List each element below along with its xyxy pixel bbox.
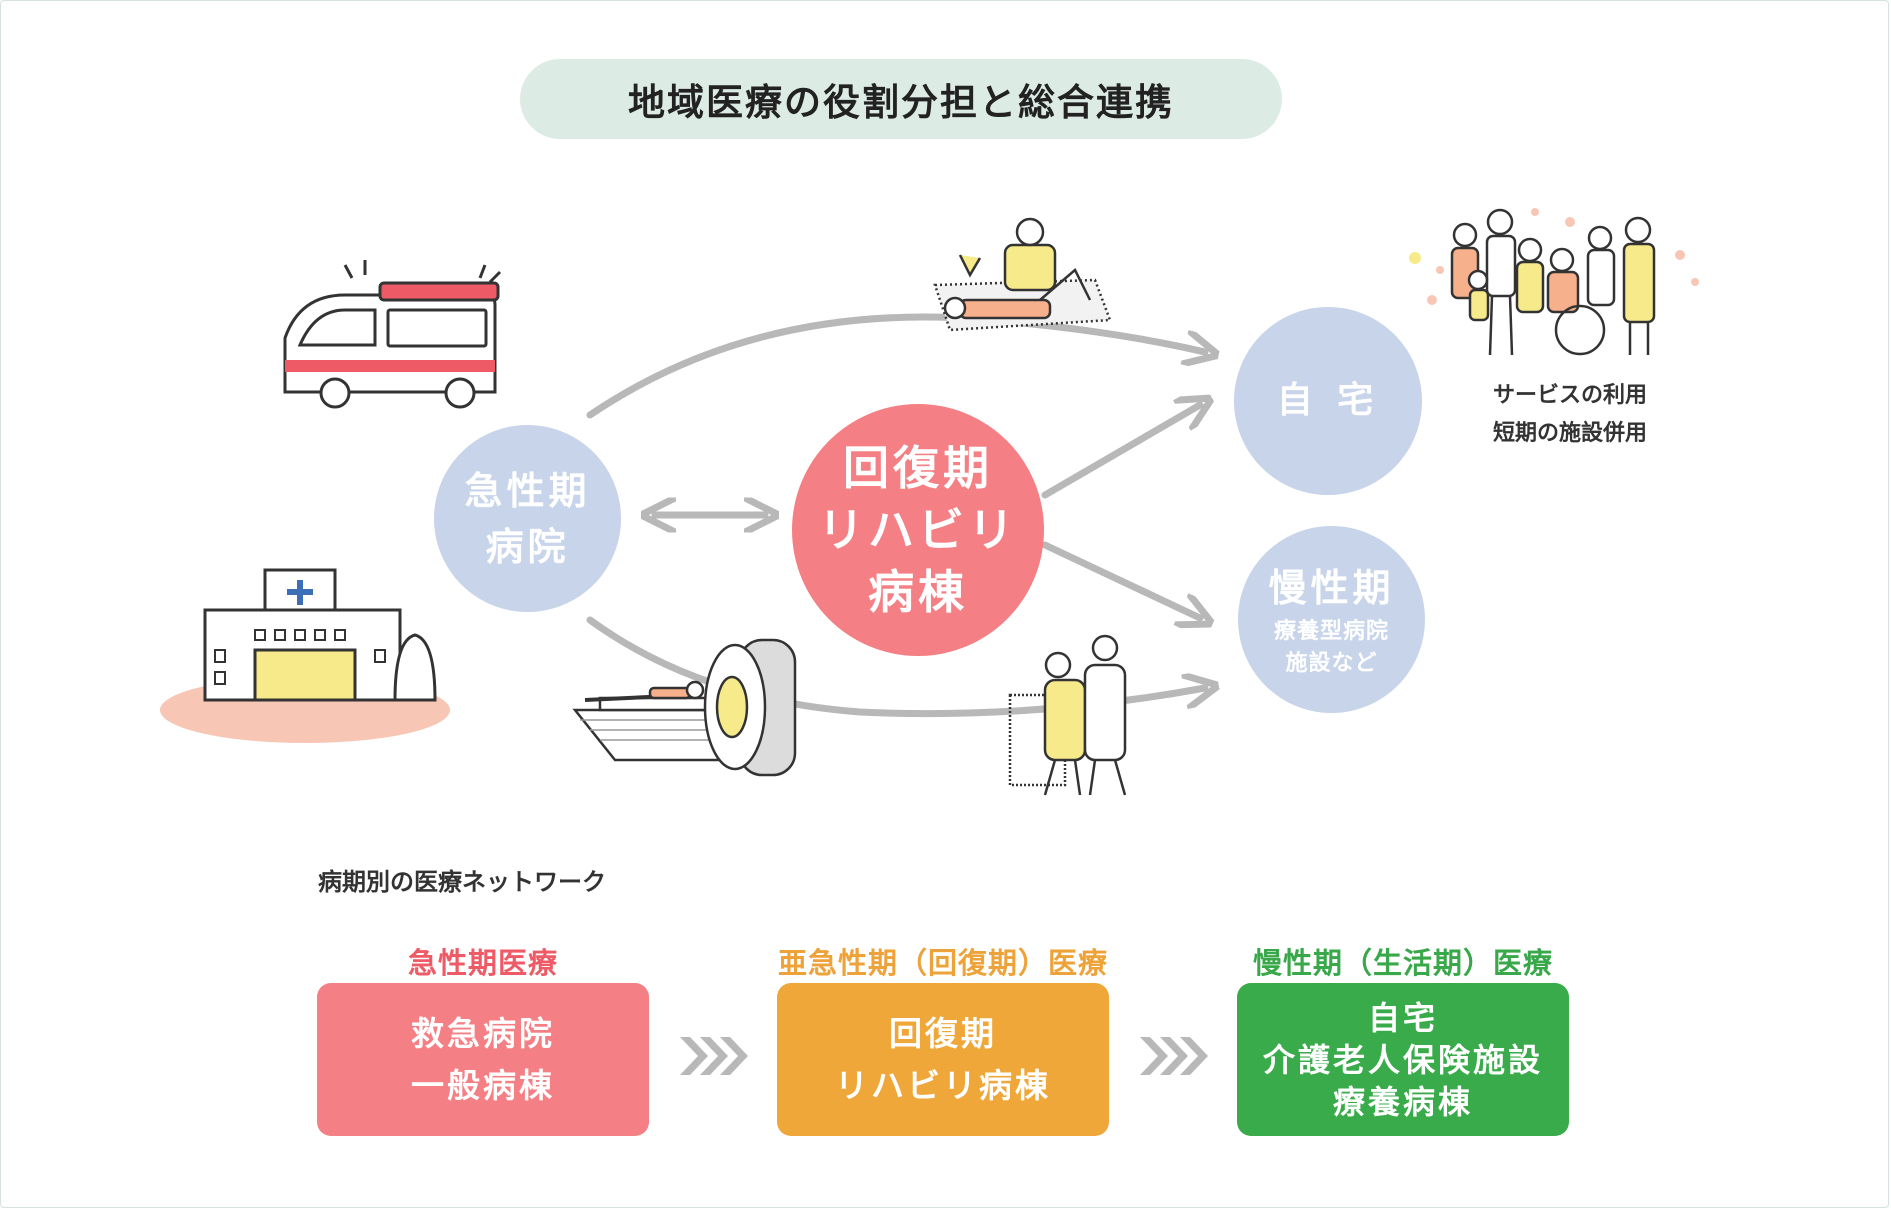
- arrow-recovery-to-home: [1041, 405, 1200, 499]
- stage-box-subacute: 回復期 リハビリ病棟: [777, 983, 1109, 1136]
- chronic-sub-2: 施設など: [1285, 650, 1378, 676]
- node-home: 自 宅: [1234, 307, 1422, 495]
- stage-acute-line-2: 一般病棟: [411, 1065, 555, 1105]
- flower-decorations: [1409, 208, 1699, 305]
- recovery-line-2: リハビリ: [818, 503, 1018, 557]
- stage-acute-line-1: 救急病院: [411, 1013, 555, 1053]
- arrow-recovery-to-chronic: [1041, 541, 1200, 618]
- stage-chronic-line-3: 療養病棟: [1332, 1082, 1473, 1121]
- network-title: 病期別の医療ネットワーク: [318, 868, 606, 896]
- ambulance-illustration: [283, 260, 502, 409]
- stage-label-acute: 急性期医療: [407, 946, 558, 980]
- chronic-label: 慢性期: [1268, 565, 1395, 610]
- home-note-line-2: 短期の施設併用: [1492, 421, 1647, 446]
- stage-chronic-line-1: 自宅: [1367, 998, 1438, 1037]
- arrow-acute-to-home: [586, 313, 1205, 419]
- walker-assist-illustration: [1008, 634, 1127, 796]
- stage-label-subacute: 亜急性期（回復期）医療: [777, 946, 1108, 980]
- home-note: サービスの利用 短期の施設併用: [1460, 377, 1680, 453]
- recovery-line-1: 回復期: [843, 441, 993, 495]
- home-note-line-1: サービスの利用: [1492, 383, 1647, 408]
- recovery-line-3: 病棟: [868, 565, 968, 619]
- node-acute-hospital: 急性期 病院: [434, 425, 621, 612]
- hospital-illustration: [160, 568, 450, 743]
- stage-subacute-line-2: リハビリ病棟: [835, 1065, 1051, 1105]
- stage-box-acute: 救急病院 一般病棟: [317, 983, 649, 1136]
- node-recovery-rehab: 回復期 リハビリ 病棟: [792, 404, 1044, 656]
- stage-chronic-line-2: 介護老人保険施設: [1262, 1040, 1543, 1079]
- chevron-right-icon: [1140, 1037, 1208, 1075]
- rehab-therapy-illustration: [933, 217, 1112, 332]
- chevron-right-icon: [680, 1037, 748, 1075]
- stage-subacute-line-1: 回復期: [889, 1013, 997, 1053]
- acute-line-1: 急性期: [464, 468, 591, 513]
- chronic-sub-1: 療養型病院: [1273, 618, 1389, 644]
- stage-box-chronic: 自宅 介護老人保険施設 療養病棟: [1237, 983, 1569, 1136]
- home-label: 自 宅: [1276, 380, 1380, 421]
- family-illustration: [1450, 208, 1656, 356]
- acute-line-2: 病院: [485, 524, 570, 569]
- node-chronic: 慢性期 療養型病院 施設など: [1238, 526, 1425, 713]
- stage-label-chronic: 慢性期（生活期）医療: [1252, 946, 1553, 980]
- ct-scanner-illustration: [572, 638, 797, 777]
- diagram-title: 地域医療の役割分担と総合連携: [520, 59, 1282, 139]
